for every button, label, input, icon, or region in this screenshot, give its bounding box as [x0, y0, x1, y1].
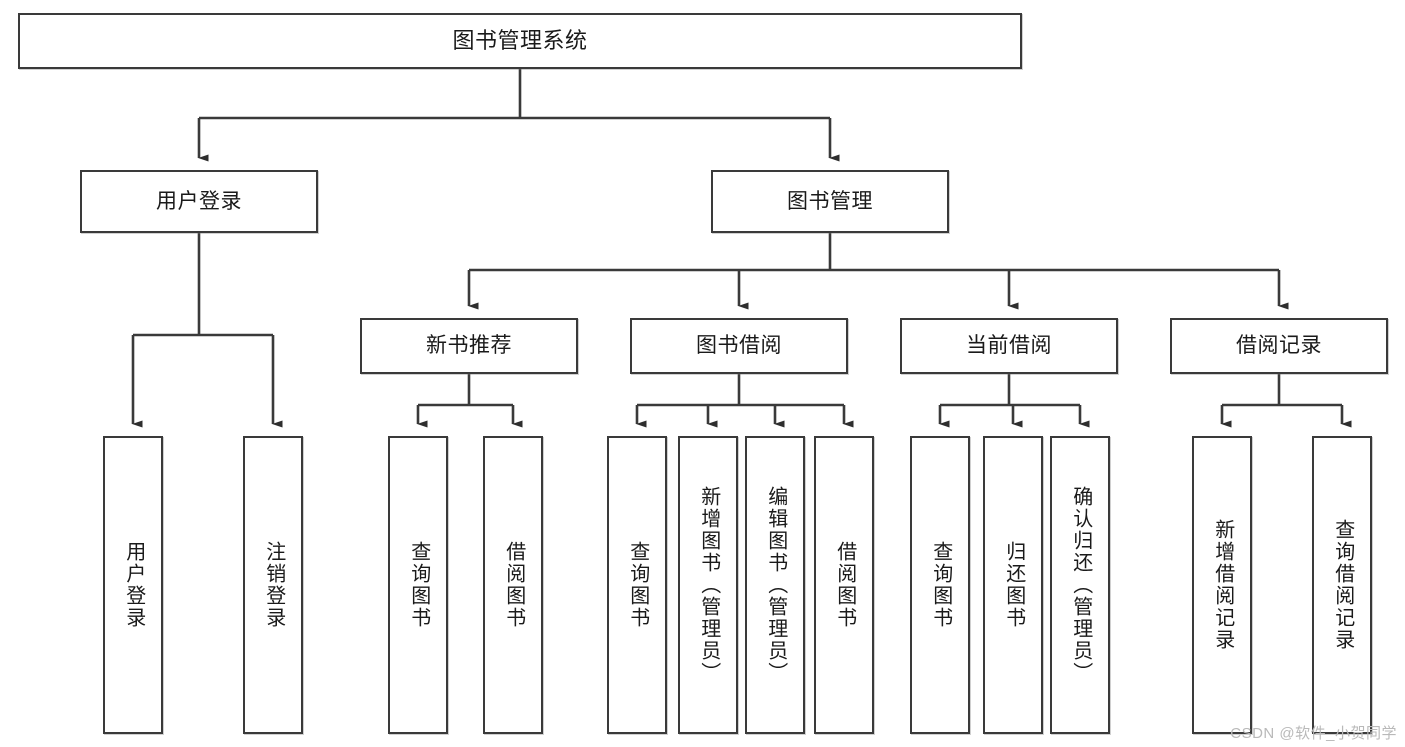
node-new-book-recommend-label: 新书推荐 [426, 334, 512, 358]
node-user-login[interactable]: 用户登录 [80, 170, 318, 233]
node-leaf-borrow-book-2[interactable]: 借阅图书 [814, 436, 874, 734]
node-leaf-query-borrow-record-label: 查询借阅记录 [1331, 519, 1354, 651]
node-book-manage-label: 图书管理 [787, 189, 873, 213]
node-leaf-borrow-book-2-label: 借阅图书 [833, 541, 856, 629]
node-leaf-user-logout-label: 注销登录 [262, 541, 285, 629]
node-leaf-query-borrow-record[interactable]: 查询借阅记录 [1312, 436, 1372, 734]
node-book-borrow[interactable]: 图书借阅 [630, 318, 848, 374]
node-leaf-query-book-1-label: 查询图书 [407, 541, 430, 629]
node-book-borrow-label: 图书借阅 [696, 334, 782, 358]
node-leaf-add-borrow-record[interactable]: 新增借阅记录 [1192, 436, 1252, 734]
node-root-label: 图书管理系统 [452, 27, 588, 53]
node-leaf-confirm-return-label: 确认归还（管理员） [1069, 486, 1092, 684]
node-leaf-query-book-2[interactable]: 查询图书 [607, 436, 667, 734]
csdn-watermark: CSDN @软件_小贺同学 [1230, 725, 1397, 742]
node-new-book-recommend[interactable]: 新书推荐 [360, 318, 578, 374]
node-leaf-return-book-label: 归还图书 [1002, 541, 1025, 629]
node-leaf-query-book-1[interactable]: 查询图书 [388, 436, 448, 734]
node-leaf-borrow-book-1[interactable]: 借阅图书 [483, 436, 543, 734]
node-leaf-edit-book-label: 编辑图书（管理员） [764, 486, 787, 684]
node-leaf-add-borrow-record-label: 新增借阅记录 [1211, 519, 1234, 651]
node-leaf-user-login-label: 用户登录 [122, 541, 145, 629]
node-leaf-user-login[interactable]: 用户登录 [103, 436, 163, 734]
node-leaf-return-book[interactable]: 归还图书 [983, 436, 1043, 734]
node-leaf-confirm-return[interactable]: 确认归还（管理员） [1050, 436, 1110, 734]
node-leaf-query-book-3[interactable]: 查询图书 [910, 436, 970, 734]
node-user-login-label: 用户登录 [156, 189, 242, 213]
node-root[interactable]: 图书管理系统 [18, 13, 1022, 69]
node-leaf-add-book-label: 新增图书（管理员） [697, 486, 720, 684]
node-leaf-user-logout[interactable]: 注销登录 [243, 436, 303, 734]
node-leaf-add-book[interactable]: 新增图书（管理员） [678, 436, 738, 734]
node-borrow-record[interactable]: 借阅记录 [1170, 318, 1388, 374]
node-leaf-query-book-2-label: 查询图书 [626, 541, 649, 629]
node-current-borrow-label: 当前借阅 [966, 334, 1052, 358]
node-leaf-edit-book[interactable]: 编辑图书（管理员） [745, 436, 805, 734]
node-book-manage[interactable]: 图书管理 [711, 170, 949, 233]
node-leaf-borrow-book-1-label: 借阅图书 [502, 541, 525, 629]
node-borrow-record-label: 借阅记录 [1236, 334, 1322, 358]
node-current-borrow[interactable]: 当前借阅 [900, 318, 1118, 374]
node-leaf-query-book-3-label: 查询图书 [929, 541, 952, 629]
